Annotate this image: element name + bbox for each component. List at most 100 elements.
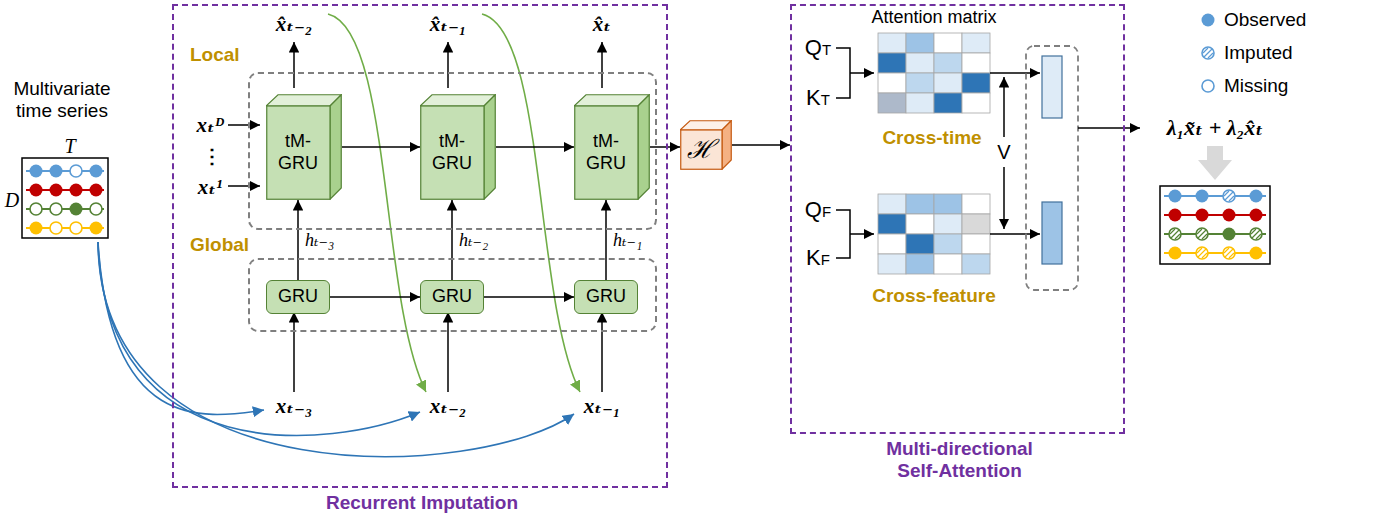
edge-label: hₜ₋₃ <box>303 230 336 251</box>
block-label: tM- GRU <box>432 131 472 174</box>
observed-dot <box>1250 209 1263 222</box>
label-qk: KF <box>806 245 830 270</box>
observed-dot <box>70 184 83 197</box>
connector-arrow <box>342 146 420 148</box>
matrix-cell <box>878 254 906 274</box>
cube-block: tM- GRU <box>420 94 496 200</box>
cube-top <box>574 95 649 106</box>
block-label: GRU <box>432 286 472 308</box>
matrix-cell <box>878 234 906 254</box>
connector-arrow <box>451 200 453 280</box>
matrix-cell <box>906 214 934 234</box>
result-arrow <box>1078 127 1140 129</box>
matrix-cell <box>934 214 962 234</box>
matrix-cell <box>962 53 990 73</box>
qk-arrow <box>850 72 874 74</box>
gru-cell: GRU <box>266 280 330 314</box>
cube-front <box>421 106 484 199</box>
label-qk: KT <box>806 85 830 110</box>
matrix-cell <box>878 194 906 214</box>
observed-dot <box>90 222 103 235</box>
feedback-curve <box>482 14 580 392</box>
value-arrow <box>990 233 1040 235</box>
value-arrow <box>1003 77 1005 137</box>
output-bar <box>1042 56 1062 118</box>
legend-sample <box>1202 80 1214 92</box>
observed-dot <box>50 165 63 178</box>
missing-dot <box>70 165 82 177</box>
label-qk: QF <box>805 197 831 222</box>
matrix-cell <box>962 234 990 254</box>
observed-dot <box>50 184 63 197</box>
value-arrow <box>990 72 1040 74</box>
label-xv: x̂ₜ₋₂ <box>276 12 313 36</box>
observed-dot <box>1169 190 1182 203</box>
label-xv: x̂ₜ <box>593 12 611 36</box>
feed-curve <box>98 242 264 414</box>
connector-arrow <box>330 296 420 298</box>
cube-face: ℋ <box>680 130 722 170</box>
block-label: GRU <box>278 286 318 308</box>
label-xv: xₜ₋₁ <box>584 394 621 418</box>
connector-arrow <box>650 146 680 148</box>
matrix-cell <box>906 254 934 274</box>
block-label: tM- GRU <box>278 131 318 174</box>
observed-dot <box>30 165 43 178</box>
block-label: GRU <box>586 286 626 308</box>
label-v: V <box>997 141 1010 164</box>
observed-dot <box>1169 209 1182 222</box>
cube-side <box>722 121 731 170</box>
matrix-cell <box>906 234 934 254</box>
cube-front <box>681 130 722 169</box>
matrix-cell <box>878 33 906 53</box>
matrix-cell <box>962 73 990 93</box>
imputed-dot <box>1223 190 1235 202</box>
connector-arrow <box>732 144 790 146</box>
observed-dot <box>1223 228 1236 241</box>
legend-text: Missing <box>1224 75 1288 97</box>
label-mts: Multivariate time series <box>6 78 118 122</box>
value-arrow <box>1003 167 1005 229</box>
observed-dot <box>1169 247 1182 260</box>
connector-arrow <box>605 200 607 280</box>
connector-arrow <box>297 200 299 280</box>
observed-dot <box>90 165 103 178</box>
legend-sample <box>1202 14 1215 27</box>
label-dots: ⋮ <box>202 145 222 168</box>
cube-block: tM- GRU <box>266 94 342 200</box>
gru-cell: GRU <box>420 280 484 314</box>
result-grid <box>1160 186 1270 264</box>
matrix-cell <box>962 93 990 113</box>
qk-bracket <box>836 210 850 258</box>
block-arrow <box>1198 146 1232 180</box>
matrix-cell <box>962 33 990 53</box>
imputed-dot <box>1223 247 1235 259</box>
module-frame: Multi-directional Self-Attention <box>790 4 1125 434</box>
input-arrow <box>228 185 260 187</box>
cube-front <box>575 106 638 199</box>
group-frame: GlobalGRUGRUGRU <box>248 258 657 332</box>
observed-dot <box>1223 209 1236 222</box>
matrix-cell <box>878 53 906 73</box>
qk-arrow <box>850 233 874 235</box>
cube-side <box>330 95 341 200</box>
label-xv: xₜᴰ <box>196 113 223 137</box>
connector-arrow <box>484 296 574 298</box>
matrix-cell <box>934 194 962 214</box>
observed-dot <box>1196 190 1209 203</box>
missing-dot <box>50 222 62 234</box>
output-group <box>1026 46 1078 290</box>
qk-bracket <box>836 48 850 98</box>
missing-dot <box>70 222 82 234</box>
feed-curve <box>98 242 574 457</box>
legend-sample <box>1202 47 1214 59</box>
imputed-dot <box>1169 228 1181 240</box>
feedback-curve <box>328 14 426 392</box>
observed-dot <box>30 222 43 235</box>
observed-dot <box>70 203 83 216</box>
label-qk: QT <box>805 35 831 60</box>
input-arrow <box>228 124 260 126</box>
cube-top <box>420 95 495 106</box>
